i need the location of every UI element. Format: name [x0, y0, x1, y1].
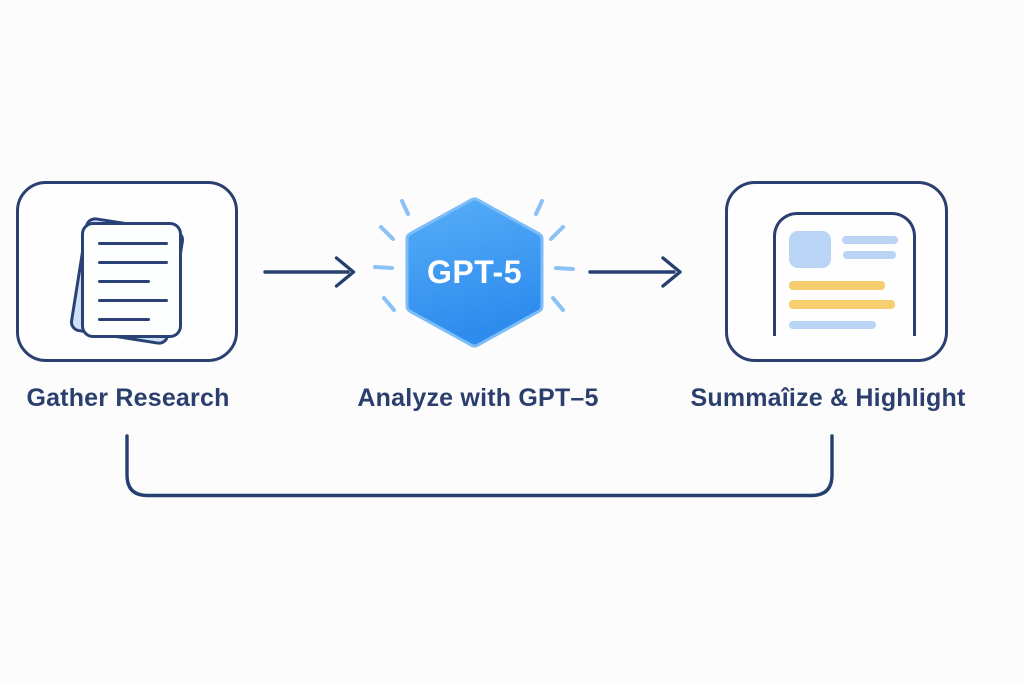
highlight-bar-yellow: [789, 281, 885, 290]
front-paper: [81, 222, 182, 338]
text-bar-blue: [789, 321, 876, 329]
text-line: [98, 280, 150, 283]
thumbnail-block: [789, 231, 831, 268]
step-label-analyze: Analyze with GPT–5: [357, 384, 599, 412]
summarize-highlight-card: [725, 181, 948, 362]
step-label-gather: Gather Research: [26, 384, 230, 412]
gpt5-badge-label: GPT-5: [427, 254, 522, 290]
arrow-right-icon-2: [588, 256, 682, 288]
step-label-summarize: Summaîize & Highlight: [690, 384, 966, 412]
sparkle-rays-icon: [373, 199, 575, 312]
text-line: [98, 242, 168, 245]
text-bar-blue: [842, 236, 898, 244]
arrow-right-icon-1: [263, 256, 356, 288]
gather-research-card: [16, 181, 238, 362]
text-line: [98, 261, 168, 264]
text-line: [98, 318, 150, 321]
summary-document-icon: [773, 212, 916, 336]
text-line: [98, 299, 168, 302]
highlight-bar-yellow: [789, 300, 895, 309]
gpt5-hexagon-icon: [405, 197, 544, 348]
text-bar-blue: [843, 251, 896, 259]
feedback-loop-connector: [125, 434, 834, 498]
